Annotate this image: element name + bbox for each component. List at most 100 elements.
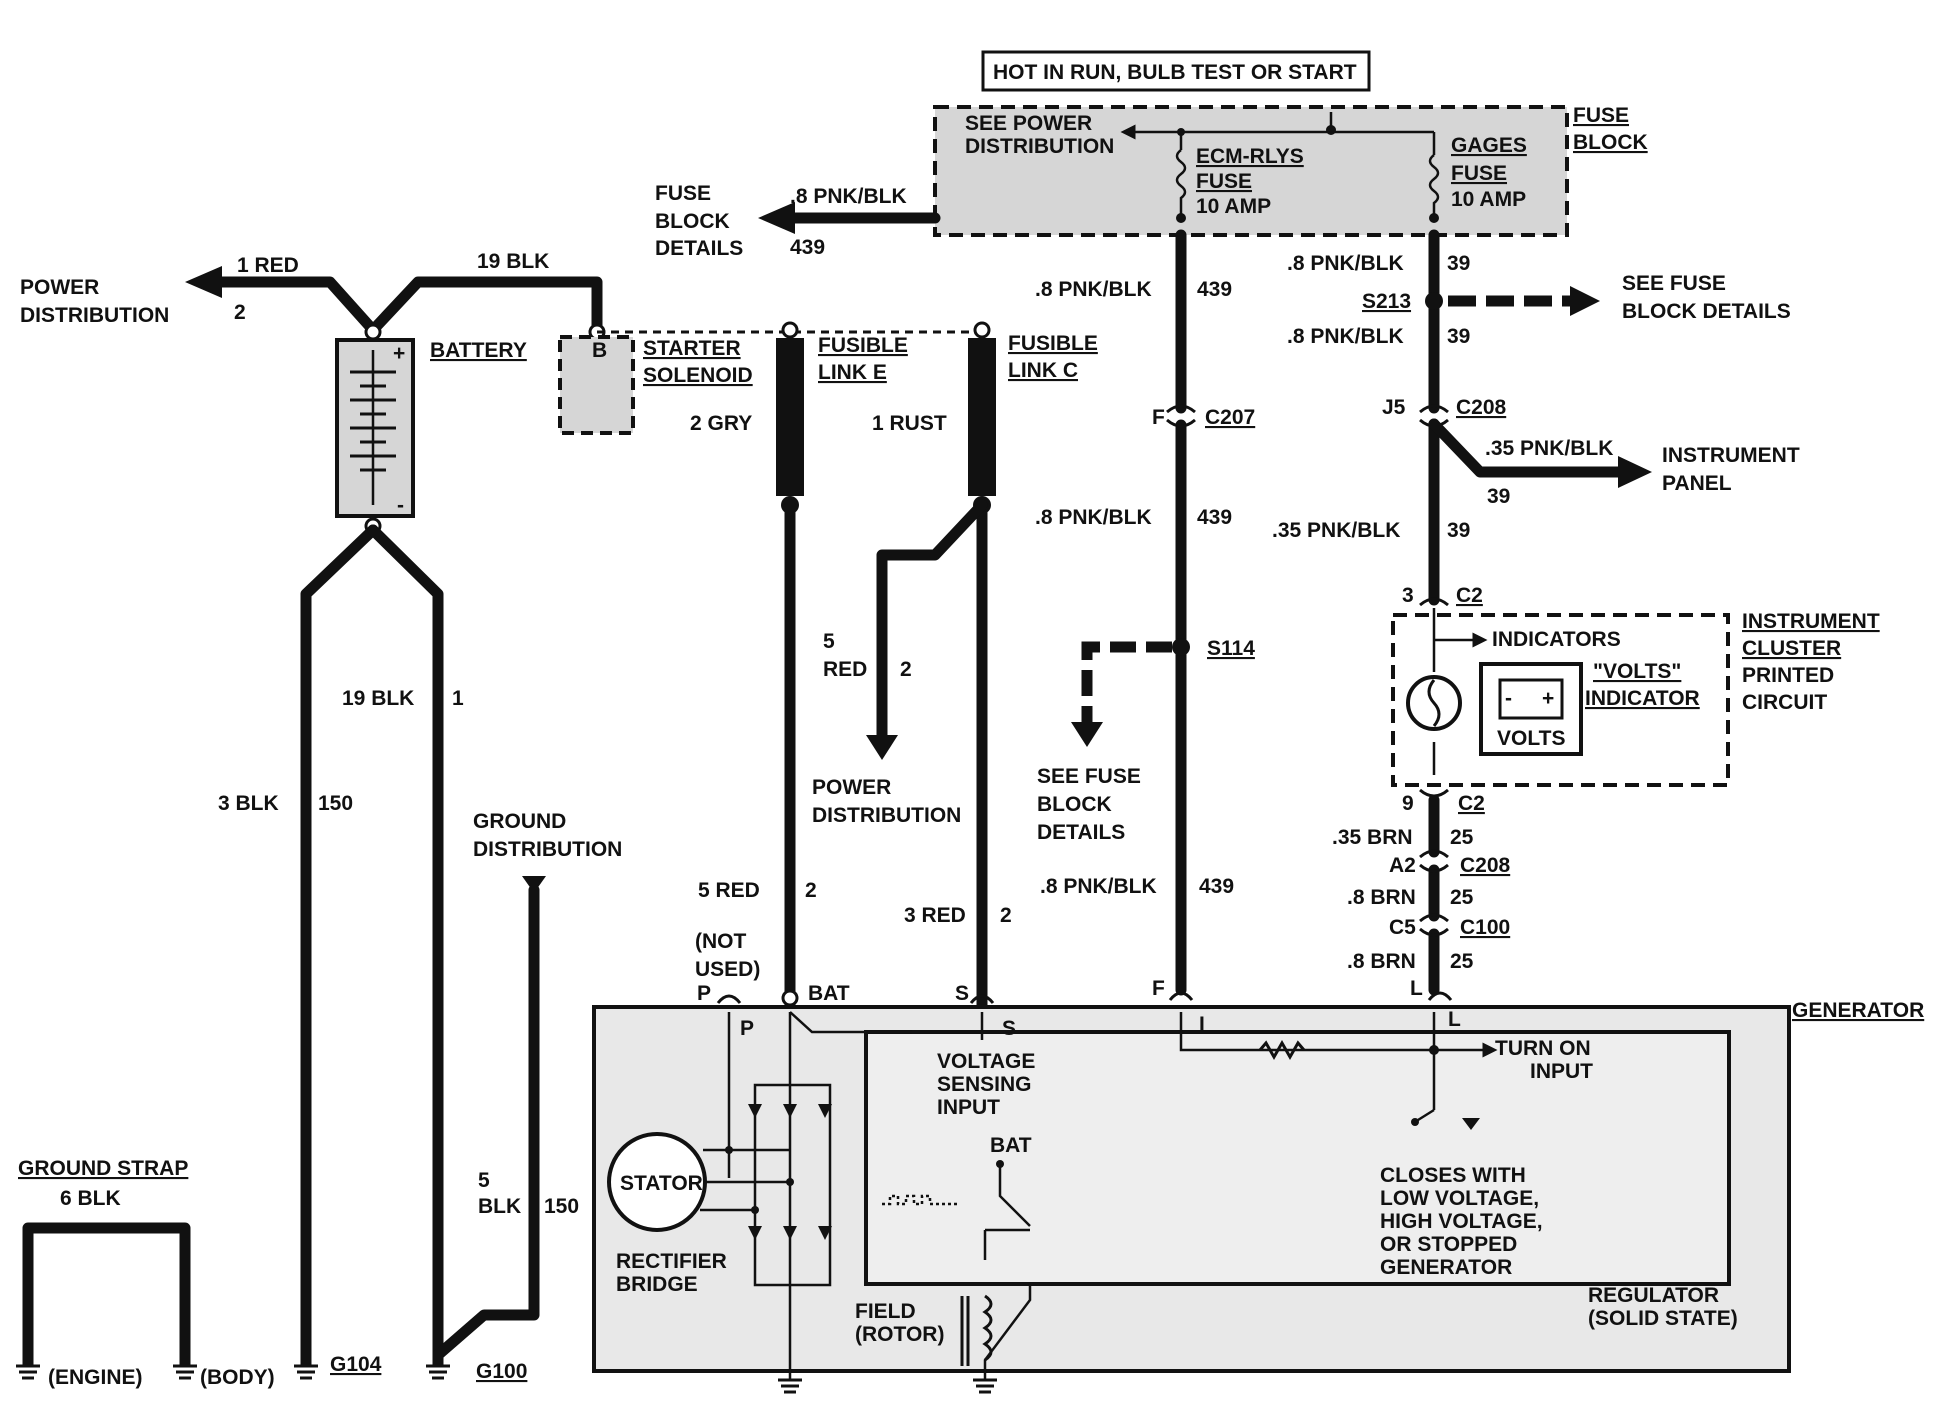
svg-text:DETAILS: DETAILS: [1037, 821, 1125, 844]
svg-text:25: 25: [1450, 950, 1474, 973]
stator: STATOR: [607, 1132, 707, 1232]
svg-text:F: F: [1152, 977, 1165, 1000]
fuse-block-details-left: FUSE BLOCK DETAILS .8 PNK/BLK 439: [655, 182, 941, 260]
svg-text:SEE FUSE: SEE FUSE: [1622, 272, 1726, 295]
svg-text:DISTRIBUTION: DISTRIBUTION: [812, 804, 961, 827]
svg-text:L: L: [1410, 977, 1423, 1000]
svg-text:5 RED: 5 RED: [698, 879, 760, 902]
svg-text:L: L: [1448, 1008, 1461, 1031]
svg-text:FIELD: FIELD: [855, 1300, 916, 1323]
svg-text:FUSE: FUSE: [1451, 162, 1507, 185]
svg-text:STARTER: STARTER: [643, 337, 741, 360]
svg-text:BLOCK: BLOCK: [1573, 131, 1648, 154]
svg-text:39: 39: [1447, 519, 1470, 542]
svg-text:HOT IN RUN, BULB TEST OR START: HOT IN RUN, BULB TEST OR START: [993, 61, 1357, 84]
battery-ground-cables: 19 BLK 1 3 BLK 150 GROUND DISTRIBUTION 5…: [218, 517, 622, 1361]
svg-text:C100: C100: [1460, 916, 1510, 939]
ground-strap: GROUND STRAP 6 BLK (ENGINE) (BODY): [18, 1157, 275, 1389]
svg-text:150: 150: [318, 792, 353, 815]
gages-fuse: GAGES FUSE 10 AMP: [1428, 134, 1527, 223]
svg-text:.8 PNK/BLK: .8 PNK/BLK: [1287, 325, 1404, 348]
svg-text:.8 BRN: .8 BRN: [1347, 886, 1416, 909]
svg-text:DETAILS: DETAILS: [655, 237, 743, 260]
volts-badge: VOLTS: [1497, 727, 1565, 750]
svg-text:39: 39: [1447, 325, 1470, 348]
svg-text:SEE FUSE: SEE FUSE: [1037, 765, 1141, 788]
svg-text:TURN ON: TURN ON: [1495, 1037, 1591, 1060]
svg-text:REGULATOR: REGULATOR: [1588, 1284, 1719, 1307]
svg-text:RED: RED: [823, 658, 867, 681]
svg-text:SOLENOID: SOLENOID: [643, 364, 753, 387]
fusible-link-e: FUSIBLE LINK E 2 GRY: [690, 321, 908, 1014]
svg-text:.35 BRN: .35 BRN: [1332, 826, 1413, 849]
fusible-link-c: FUSIBLE LINK C 1 RUST 5 RED 2 POWER DIST…: [812, 321, 1098, 1011]
svg-text:FUSE: FUSE: [1196, 170, 1252, 193]
hot-in-run-label-box: HOT IN RUN, BULB TEST OR START: [981, 50, 1371, 92]
svg-text:2 GRY: 2 GRY: [690, 412, 752, 435]
svg-text:FUSIBLE: FUSIBLE: [818, 334, 908, 357]
fuse-block-title: FUSE: [1573, 104, 1629, 127]
svg-text:2: 2: [1000, 904, 1012, 927]
svg-text:DISTRIBUTION: DISTRIBUTION: [965, 135, 1114, 158]
svg-text:19 BLK: 19 BLK: [477, 250, 549, 273]
svg-text:LINK C: LINK C: [1008, 359, 1078, 382]
svg-text:INPUT: INPUT: [1530, 1060, 1593, 1083]
fuse-block: FUSE BLOCK SEE POWER DISTRIBUTION ECM-RL…: [933, 104, 1648, 237]
svg-text:+: +: [1542, 687, 1554, 710]
svg-text:.35 PNK/BLK: .35 PNK/BLK: [1272, 519, 1400, 542]
svg-text:39: 39: [1447, 252, 1470, 275]
svg-text:STATOR: STATOR: [620, 1172, 703, 1195]
svg-text:INDICATOR: INDICATOR: [1585, 687, 1700, 710]
svg-text:S114: S114: [1207, 637, 1255, 660]
svg-text:C208: C208: [1456, 396, 1507, 419]
svg-text:3 RED: 3 RED: [904, 904, 966, 927]
svg-text:19 BLK: 19 BLK: [342, 687, 414, 710]
svg-text:C207: C207: [1205, 406, 1255, 429]
svg-text:GAGES: GAGES: [1451, 134, 1527, 157]
ecm-rlys-fuse: ECM-RLYS FUSE 10 AMP: [1175, 145, 1304, 223]
svg-text:1 RED: 1 RED: [237, 254, 299, 277]
svg-text:BLOCK DETAILS: BLOCK DETAILS: [1622, 300, 1791, 323]
svg-text:9: 9: [1402, 792, 1414, 815]
svg-text:2: 2: [805, 879, 817, 902]
svg-text:.8 BRN: .8 BRN: [1347, 950, 1416, 973]
svg-text:CLUSTER: CLUSTER: [1742, 637, 1841, 660]
svg-text:439: 439: [1199, 875, 1234, 898]
svg-text:439: 439: [790, 236, 825, 259]
svg-text:OR STOPPED: OR STOPPED: [1380, 1233, 1517, 1256]
svg-text:10 AMP: 10 AMP: [1196, 195, 1271, 218]
svg-text:BAT: BAT: [990, 1134, 1032, 1157]
svg-text:DISTRIBUTION: DISTRIBUTION: [20, 304, 169, 327]
svg-text:POWER: POWER: [20, 276, 99, 299]
svg-text:INDICATORS: INDICATORS: [1492, 628, 1621, 651]
svg-text:"VOLTS": "VOLTS": [1593, 660, 1681, 683]
svg-text:C2: C2: [1456, 584, 1483, 607]
svg-text:C208: C208: [1460, 854, 1511, 877]
svg-text:S: S: [1002, 1017, 1016, 1040]
svg-text:GROUND: GROUND: [473, 810, 566, 833]
svg-text:439: 439: [1197, 278, 1232, 301]
svg-text:(ROTOR): (ROTOR): [855, 1323, 944, 1346]
circuit-439-column: .8 PNK/BLK 439 F C207 .8 PNK/BLK 439 S11…: [1035, 229, 1255, 996]
svg-text:2: 2: [234, 301, 246, 324]
svg-text:C5: C5: [1389, 916, 1416, 939]
battery-label: BATTERY: [430, 339, 527, 362]
svg-text:HIGH VOLTAGE,: HIGH VOLTAGE,: [1380, 1210, 1543, 1233]
svg-text:VOLTAGE: VOLTAGE: [937, 1050, 1035, 1073]
svg-text:.8 PNK/BLK: .8 PNK/BLK: [1040, 875, 1157, 898]
svg-text:PRINTED: PRINTED: [1742, 664, 1834, 687]
svg-text:25: 25: [1450, 826, 1474, 849]
svg-text:.8 PNK/BLK: .8 PNK/BLK: [1035, 278, 1152, 301]
svg-text:PANEL: PANEL: [1662, 472, 1732, 495]
svg-text:POWER: POWER: [812, 776, 891, 799]
svg-text:2: 2: [900, 658, 912, 681]
svg-text:(BODY): (BODY): [200, 1366, 275, 1389]
svg-text:P: P: [740, 1017, 754, 1040]
svg-text:A2: A2: [1389, 854, 1416, 877]
svg-text:S213: S213: [1362, 290, 1411, 313]
ground-symbols: G104 G100: [16, 1350, 997, 1394]
svg-text:P: P: [697, 982, 711, 1005]
svg-text:GENERATOR: GENERATOR: [1380, 1256, 1512, 1279]
svg-text:S: S: [955, 982, 969, 1005]
